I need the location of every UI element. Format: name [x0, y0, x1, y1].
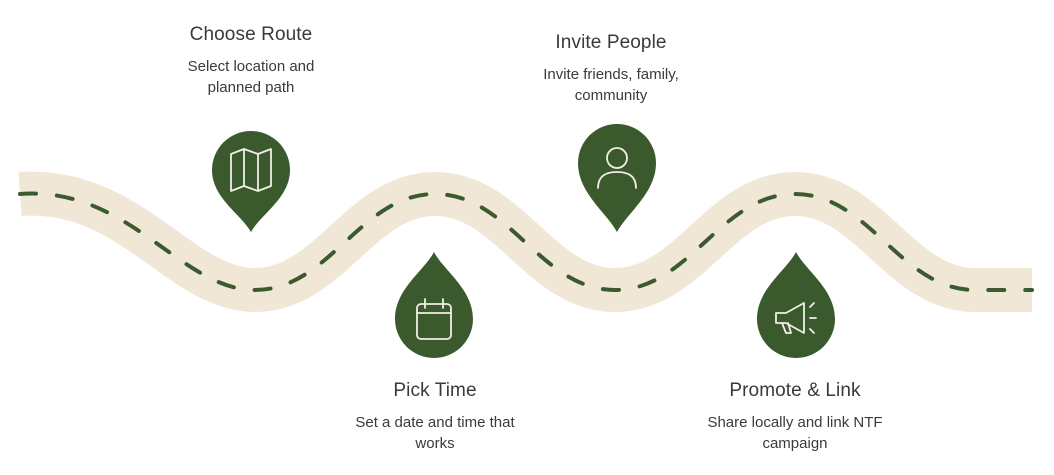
step-title: Promote & Link	[729, 380, 861, 401]
megaphone-icon	[775, 302, 817, 334]
pin-pick-time	[395, 252, 473, 358]
road-path	[18, 171, 1032, 313]
pin-marker	[757, 252, 835, 358]
pin-marker	[395, 252, 473, 358]
step-promote-link: Promote & Link Share locally and link NT…	[675, 380, 915, 454]
calendar-icon	[416, 298, 452, 340]
step-description: Select location and planned path	[187, 58, 315, 96]
person-icon	[597, 147, 637, 189]
pin-invite-people	[578, 124, 656, 232]
step-description: Share locally and link NTF campaign	[707, 414, 883, 452]
road-center-dashes	[18, 191, 1034, 293]
step-choose-route: Choose Route Select location and planned…	[131, 24, 371, 98]
step-title: Invite People	[555, 32, 667, 53]
step-title: Choose Route	[189, 24, 313, 45]
pin-marker	[212, 131, 290, 232]
step-invite-people: Invite People Invite friends, family, co…	[491, 32, 731, 106]
step-description: Invite friends, family, community	[543, 66, 679, 104]
step-pick-time: Pick Time Set a date and time that works	[315, 380, 555, 454]
step-description: Set a date and time that works	[355, 414, 515, 452]
pin-marker	[578, 124, 656, 232]
step-title: Pick Time	[393, 380, 477, 401]
map-icon	[230, 148, 272, 192]
pin-choose-route	[212, 131, 290, 232]
pin-promote-link	[757, 252, 835, 358]
